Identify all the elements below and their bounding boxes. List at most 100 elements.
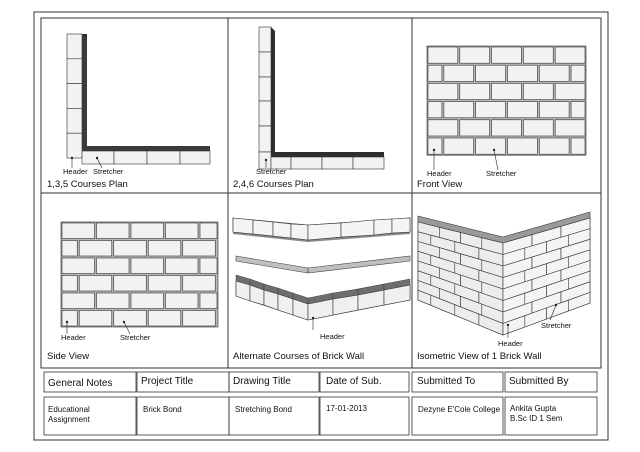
tb-value-cell [43,396,137,436]
label-stretcher: Stretcher [120,333,151,342]
stretcher-brick [459,119,490,137]
wall-outline [60,221,219,328]
stretcher-brick [78,240,113,257]
stretcher-brick [523,119,554,137]
mid-shelf-left [235,255,309,274]
iso-brick-right [567,291,591,312]
brick-top [383,278,411,291]
caption-courses-plan-135: 1,3,5 Courses Plan [47,179,128,190]
header-bricks-row [270,156,385,170]
stretcher-brick [182,275,216,292]
label-stretcher: Stretcher [256,167,287,176]
stretcher-brick [391,217,411,234]
label-header: Header [427,169,452,178]
header-brick [66,58,83,84]
caption-side-view: Side View [47,351,90,362]
tb-value-cell [228,396,320,436]
stretcher-brick [491,46,522,64]
stretcher-brick [570,101,586,119]
stretcher-brick [427,101,443,119]
stretcher-brick [113,310,147,327]
tb-value-cell [136,396,230,436]
tb-value-cell [319,396,410,436]
header-bricks-column [66,33,83,159]
leader-dot [506,323,510,327]
stretcher-brick [61,222,95,239]
label-header: Header [61,333,86,342]
leader-dot [492,148,496,152]
stretcher-brick [61,257,95,274]
stretcher-brick [61,310,78,327]
wall-dark-face [271,27,384,157]
tb-header-cell [319,371,410,393]
stretcher-brick [507,64,538,82]
stretcher-brick [61,240,78,257]
header-brick [66,132,83,159]
stretcher-brick [258,26,272,53]
tb-value-general-notes-2: Assignment [48,415,90,424]
tb-value-date: 17-01-2013 [326,404,367,413]
stretcher-brick [199,292,218,309]
stretcher-brick [130,292,164,309]
leader-dot [432,148,436,152]
stretcher-brick [78,275,113,292]
leader-line [123,321,131,335]
tb-value-drawing-title: Stretching Bond [235,405,292,414]
caption-courses-plan-246: 2,4,6 Courses Plan [233,179,314,190]
stretcher-brick [507,137,538,155]
label-header: Header [498,339,523,348]
stretcher-brick [491,83,522,100]
stretcher-brick [61,292,95,309]
stretcher-brick [491,119,522,137]
label-stretcher: Stretcher [93,167,124,176]
caption-isometric-view: Isometric View of 1 Brick Wall [417,351,542,362]
stretcher-brick [179,150,211,165]
tb-value-submitted-by-1: Ankita Gupta [510,404,557,413]
leader-dot [264,158,268,162]
label-stretcher: Stretcher [541,321,572,330]
stretcher-bricks-column [258,26,272,170]
stretcher-brick [427,137,443,155]
stretcher-brick [459,46,490,64]
tb-header-project-title: Project Title [141,376,194,387]
leader-dot [122,320,126,324]
stretcher-brick [165,257,199,274]
label-stretcher: Stretcher [486,169,517,178]
wall-outline [426,45,587,156]
stretcher-brick [459,83,490,100]
iso-bricks [417,217,591,336]
header-brick [272,221,292,239]
label-header: Header [63,167,88,176]
stretcher-brick [147,275,182,292]
title-block [43,371,598,436]
stretcher-brick [147,240,182,257]
tb-header-date: Date of Sub. [326,376,382,387]
tb-header-drawing-title: Drawing Title [233,376,291,387]
stretcher-brick [427,64,443,82]
tb-value-submitted-to: Dezyne E'Cole College [418,405,501,414]
tb-header-cell [504,371,598,393]
outer-border [33,11,609,441]
tb-header-cell [43,371,137,393]
panel-isometric-wall [417,211,591,338]
leader-line [96,157,103,169]
header-brick [352,156,385,170]
stretcher-brick [258,76,272,102]
header-brick [66,33,83,60]
panel-courses-plan-246 [258,26,385,170]
stretcher-brick [258,100,272,127]
stretcher-brick [258,51,272,78]
stretcher-brick [475,101,506,119]
stretcher-brick [147,310,182,327]
stretcher-brick [165,222,199,239]
label-header: Header [320,332,345,341]
caption-alternate-courses: Alternate Courses of Brick Wall [233,351,365,362]
stretcher-brick [538,64,570,82]
stretcher-brick [475,137,506,155]
tb-header-cell [411,371,504,393]
stretcher-brick [130,222,164,239]
stretcher-brick [258,125,272,153]
panel-alternate-courses [232,217,411,330]
stretcher-brick [96,222,130,239]
stretcher-brick [554,46,586,64]
